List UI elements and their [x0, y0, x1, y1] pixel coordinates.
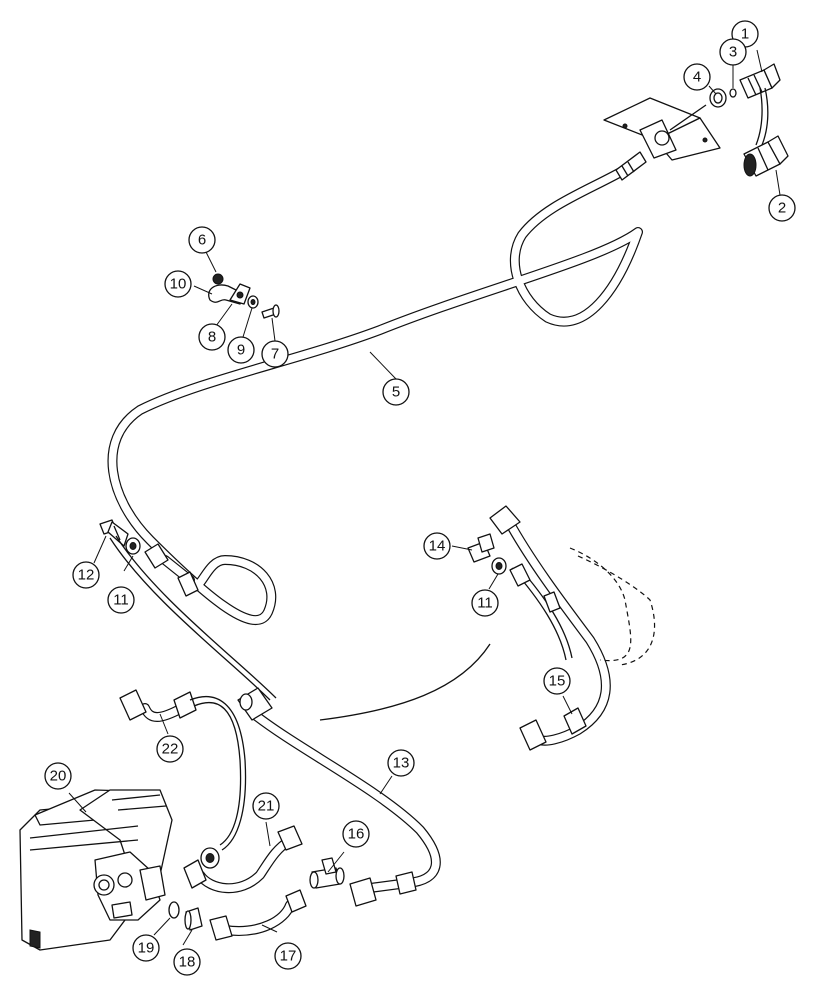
callout-6: 6 — [188, 226, 216, 254]
part-7-bolt — [261, 304, 280, 319]
svg-text:17: 17 — [280, 948, 297, 965]
callout-11-left: 11 — [107, 586, 135, 614]
svg-text:18: 18 — [179, 954, 196, 971]
callout-16: 16 — [342, 820, 370, 848]
part-11-nut-right — [491, 557, 507, 575]
part-6-nut — [212, 273, 224, 285]
callout-21: 21 — [252, 792, 280, 820]
part-16-tee — [309, 857, 345, 889]
callout-18: 18 — [173, 948, 201, 976]
part-8-clamp-plate — [229, 283, 251, 305]
hose-fitting-left — [144, 543, 199, 597]
machine-outline — [569, 547, 632, 662]
hose-15 — [503, 515, 611, 746]
callout-11-right: 11 — [471, 589, 499, 617]
part-20-valve-assembly — [19, 789, 173, 951]
svg-text:7: 7 — [271, 346, 279, 363]
callout-13: 13 — [387, 749, 415, 777]
svg-text:11: 11 — [477, 595, 493, 612]
callout-20: 20 — [44, 762, 72, 790]
svg-text:16: 16 — [348, 826, 365, 843]
hose-15-fittings — [489, 505, 587, 751]
svg-text:22: 22 — [162, 741, 179, 758]
mounting-bracket — [603, 97, 721, 161]
part-2-coupler — [743, 135, 789, 177]
svg-text:3: 3 — [729, 44, 737, 61]
part-14-fitting — [467, 533, 495, 563]
svg-text:14: 14 — [429, 538, 446, 555]
fitting-near-pump — [200, 847, 220, 869]
svg-text:2: 2 — [778, 200, 786, 217]
part-3-o-ring — [729, 88, 737, 98]
callout-8: 8 — [198, 323, 226, 351]
hose-13-fitting-bottom — [349, 871, 417, 907]
svg-text:11: 11 — [113, 592, 129, 609]
callout-2: 2 — [768, 194, 796, 222]
svg-text:4: 4 — [693, 69, 701, 86]
svg-text:5: 5 — [392, 384, 400, 401]
svg-text:8: 8 — [208, 329, 216, 346]
callout-4: 4 — [683, 63, 711, 91]
part-4-nut — [709, 88, 727, 108]
fitting-right — [509, 563, 561, 613]
part-9-washer — [247, 295, 259, 309]
hose-13-fitting-top — [237, 687, 273, 721]
svg-text:9: 9 — [237, 342, 245, 359]
part-12-fitting — [99, 519, 129, 547]
separation-arc — [319, 643, 491, 721]
part-19-o-ring — [168, 901, 180, 919]
hose-21 — [183, 825, 303, 894]
callout-15: 15 — [543, 667, 571, 695]
svg-text:13: 13 — [393, 755, 410, 772]
svg-text:1: 1 — [741, 26, 749, 43]
callout-22: 22 — [156, 735, 184, 763]
callout-17: 17 — [274, 942, 302, 970]
svg-text:6: 6 — [198, 232, 206, 249]
hose-13 — [250, 710, 441, 893]
part-11-nut-left — [125, 537, 141, 555]
callout-9: 9 — [227, 336, 255, 364]
callout-14: 14 — [423, 532, 451, 560]
svg-text:10: 10 — [170, 276, 187, 293]
callout-7: 7 — [261, 340, 289, 368]
callout-3: 3 — [719, 38, 747, 66]
hose-22 — [119, 689, 197, 722]
svg-text:20: 20 — [50, 768, 67, 785]
svg-text:19: 19 — [138, 940, 155, 957]
svg-text:15: 15 — [549, 673, 566, 690]
callout-10: 10 — [164, 270, 192, 298]
callout-5: 5 — [382, 378, 410, 406]
part-18-fitting — [184, 907, 203, 931]
callout-12: 12 — [72, 561, 100, 589]
hose-17 — [209, 889, 307, 941]
part-1-coupler — [739, 63, 781, 99]
callout-19: 19 — [132, 934, 160, 962]
svg-text:21: 21 — [258, 798, 275, 815]
svg-text:12: 12 — [78, 567, 95, 584]
hose-5-end-fitting — [615, 151, 647, 181]
leader-lines — [68, 49, 781, 946]
